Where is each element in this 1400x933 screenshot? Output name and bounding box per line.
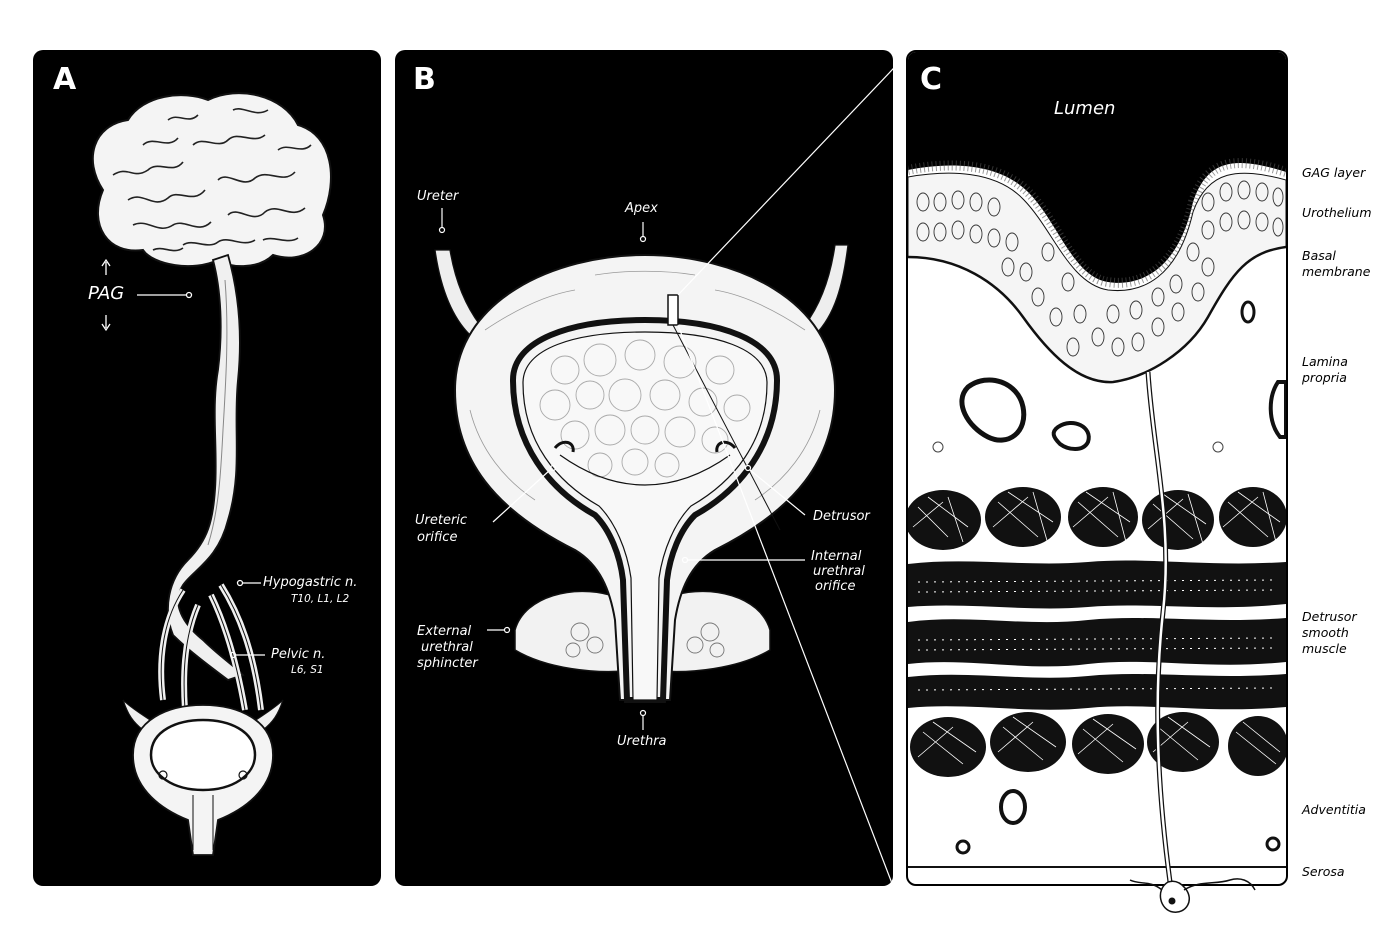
pag-pointer	[101, 258, 193, 332]
bladder-mucosa-outline	[509, 316, 781, 703]
panel-letter-c: C	[920, 62, 943, 97]
panel-letter-a: A	[53, 62, 77, 97]
label-internal-urethral-orifice-3: orifice	[815, 579, 856, 594]
panel-c-bladder-wall-histology: C Lumen	[906, 50, 1288, 886]
label-ureter: Ureter	[417, 189, 459, 204]
spinal-cord-illustration	[167, 253, 245, 682]
brain-spinal-bladder-illustration	[91, 92, 332, 856]
zoom-line-bottom	[677, 324, 893, 886]
label-pag: PAG	[88, 283, 125, 304]
bladder-small-illustration	[122, 699, 284, 856]
label-internal-urethral-orifice-2: urethral	[813, 564, 865, 579]
label-external-sphincter-1: External	[417, 624, 472, 639]
brain-illustration	[91, 92, 332, 268]
label-detrusor: Detrusor	[813, 509, 870, 524]
panel-b-bladder-anatomy: B Ureter Apex Ureteric orifice Detrusor …	[395, 50, 893, 886]
label-hypogastric-nerve: Hypogastric n.	[263, 575, 358, 590]
label-external-sphincter-3: sphincter	[417, 656, 478, 671]
lamina-propria-vessels	[932, 300, 1286, 453]
detrusor-muscle-bundles	[908, 484, 1286, 777]
label-lamina-propria-2: propria	[1302, 370, 1347, 385]
label-apex: Apex	[625, 201, 658, 216]
urothelium-cells	[916, 180, 1284, 357]
hypogastric-pointer	[236, 579, 261, 587]
panel-letter-b: B	[413, 62, 436, 97]
zoom-region-box	[667, 294, 679, 326]
label-lumen: Lumen	[1054, 98, 1116, 119]
label-ureteric-orifice-2: orifice	[417, 530, 458, 545]
bladder-wall-histology-illustration	[908, 52, 1286, 883]
label-urethra: Urethra	[617, 734, 667, 749]
label-gag-layer: GAG layer	[1302, 165, 1366, 180]
pelvic-pointer	[229, 651, 265, 659]
label-hypogastric-levels: T10, L1, L2	[291, 593, 350, 605]
label-urothelium: Urothelium	[1302, 205, 1372, 220]
bladder-anatomy-illustration	[434, 68, 893, 886]
label-lamina-propria-1: Lamina	[1302, 354, 1348, 369]
label-detrusor-smooth-muscle-3: muscle	[1302, 641, 1347, 656]
label-adventitia: Adventitia	[1302, 802, 1366, 817]
zoom-line-top	[677, 68, 893, 296]
basal-membrane	[908, 245, 1286, 384]
lumen-region	[908, 52, 1286, 283]
panel-a-nervous-pathway: A PAG Hypogastric n. T10, L1, L2 Pelvic …	[33, 50, 381, 886]
label-pelvic-nerve: Pelvic n.	[271, 647, 326, 662]
label-serosa: Serosa	[1302, 864, 1345, 879]
label-basal-membrane-2: membrane	[1302, 264, 1371, 279]
label-detrusor-smooth-muscle-1: Detrusor	[1302, 609, 1357, 624]
left-ureter	[434, 249, 481, 336]
label-basal-membrane-1: Basal	[1302, 248, 1336, 263]
adventitia-vessels	[955, 789, 1281, 855]
label-ureteric-orifice-1: Ureteric	[415, 513, 468, 528]
label-detrusor-smooth-muscle-2: smooth	[1302, 625, 1349, 640]
label-pelvic-levels: L6, S1	[291, 664, 324, 676]
label-external-sphincter-2: urethral	[421, 640, 473, 655]
label-pointers	[438, 208, 806, 730]
label-internal-urethral-orifice-1: Internal	[811, 549, 862, 564]
mucosa-pattern	[539, 339, 751, 478]
